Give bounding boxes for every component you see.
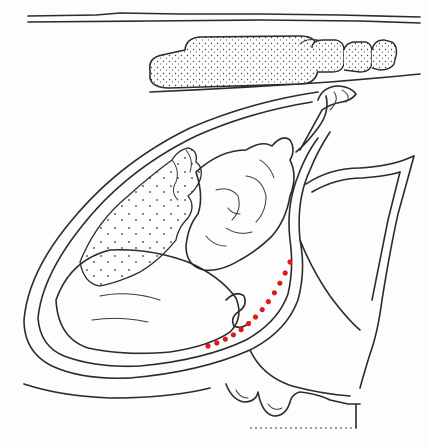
red-marker-dots [205, 259, 292, 348]
lower-left-outline [24, 384, 210, 398]
red-marker-dot [253, 314, 258, 319]
red-marker-dot [266, 299, 271, 304]
red-marker-dot [277, 281, 282, 286]
red-marker-dot [287, 259, 292, 264]
red-marker-dot [205, 343, 210, 348]
suspension-ligament [296, 86, 356, 152]
bottom-structure [226, 384, 360, 428]
back-line [28, 13, 420, 23]
red-marker-dot [214, 340, 219, 345]
red-marker-dot [246, 321, 251, 326]
pelvic-structure [250, 156, 414, 396]
red-marker-dot [231, 332, 236, 337]
red-marker-dot [283, 270, 288, 275]
stippled-bone-segments [150, 36, 420, 92]
red-marker-dot [272, 290, 277, 295]
red-marker-dot [260, 307, 265, 312]
red-marker-dot [239, 327, 244, 332]
red-marker-dot [223, 337, 228, 342]
